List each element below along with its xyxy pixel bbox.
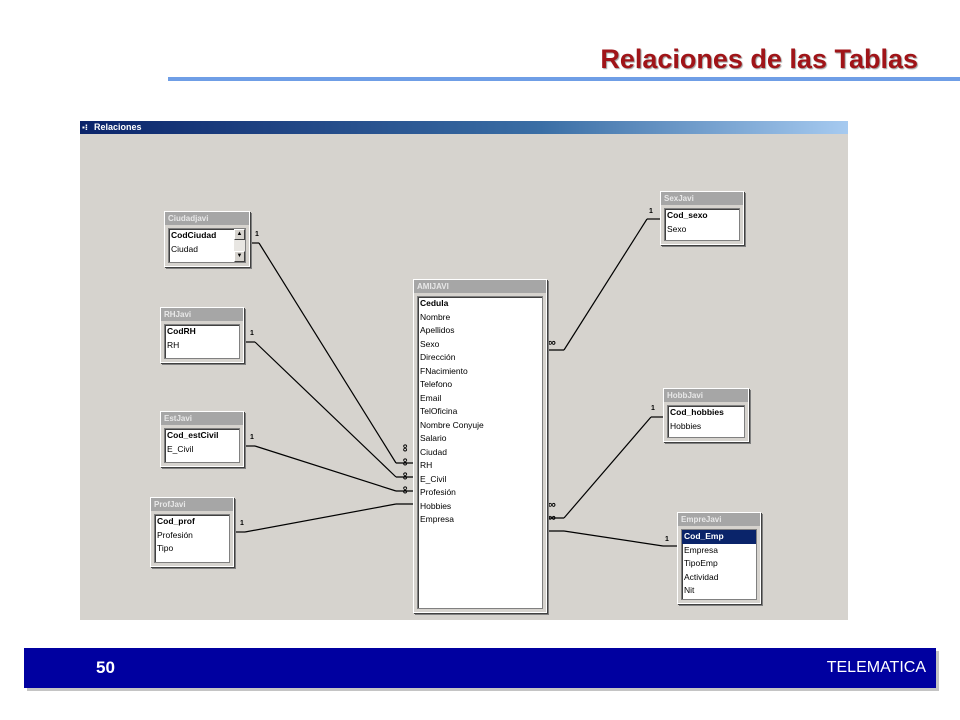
one-label-prof: 1 [240,520,244,527]
many-label-est: ∞ [399,472,411,480]
field-sexo[interactable]: Sexo [420,338,440,349]
relation-line-hobb-diag [563,416,652,519]
table-hobbjavi[interactable]: HobbJavi Cod_hobbies Hobbies [663,388,749,442]
table-title[interactable]: HobbJavi [664,389,748,402]
slide-title: Relaciones de las Tablas [600,44,918,74]
field-list[interactable]: Cod_prof Profesión Tipo [154,514,230,563]
field-tipoemp[interactable]: TipoEmp [684,558,718,568]
table-ciudadjavi[interactable]: Ciudadjavi CodCiudad Ciudad ▲ ▼ [164,211,250,267]
table-title[interactable]: Ciudadjavi [165,212,249,225]
scroll-down-icon[interactable]: ▼ [234,251,245,262]
one-label-est: 1 [250,434,254,441]
one-label-ciudad: 1 [255,231,259,238]
field-fnacimiento[interactable]: FNacimiento [420,365,468,376]
table-profjavi[interactable]: ProfJavi Cod_prof Profesión Tipo [150,497,234,567]
field-list[interactable]: Cedula Nombre Apellidos Sexo Dirección F… [417,296,543,609]
footer-label: TELEMATICA [826,659,926,676]
field-e-civil[interactable]: E_Civil [420,473,447,484]
field-codrh[interactable]: CodRH [167,326,196,336]
relation-line-prof-diag [244,503,397,533]
field-cod-hobbies[interactable]: Cod_hobbies [670,407,724,417]
relationship-lines [233,218,678,547]
relation-line-ciudad-diag [258,242,397,464]
field-hobbies[interactable]: Hobbies [670,420,702,431]
field-profesion[interactable]: Profesión [157,529,193,540]
one-label-hobb: 1 [651,405,655,412]
field-codciudad[interactable]: CodCiudad [171,230,217,240]
many-label-sex: ∞ [548,337,556,349]
field-actividad[interactable]: Actividad [684,571,719,582]
many-label-empre: ∞ [548,512,556,524]
field-list[interactable]: Cod_estCivil E_Civil [164,428,240,463]
table-title[interactable]: EmpreJavi [678,513,760,526]
field-list[interactable]: CodCiudad Ciudad ▲ ▼ [168,228,246,263]
relation-line-est-diag [254,445,397,492]
field-list[interactable]: Cod_sexo Sexo [664,208,740,241]
field-ciudad[interactable]: Ciudad [420,446,447,457]
relation-line-empre-diag [563,530,664,547]
title-rule [168,77,960,81]
field-e-civil[interactable]: E_Civil [167,443,194,454]
field-list-scrollbar[interactable]: ▲ ▼ [234,229,245,262]
relation-line-sex-diag [563,218,648,351]
field-empresa[interactable]: Empresa [684,544,719,555]
field-rh[interactable]: RH [167,339,180,350]
field-list[interactable]: Cod_Emp Empresa TipoEmp Actividad Nit [681,529,757,600]
one-label-empre: 1 [665,536,669,543]
field-cedula[interactable]: Cedula [420,298,449,308]
field-hobbies[interactable]: Hobbies [420,500,452,511]
scroll-up-icon[interactable]: ▲ [234,229,245,240]
one-label-rh: 1 [250,330,254,337]
field-direccion[interactable]: Dirección [420,352,456,362]
field-list[interactable]: CodRH RH [164,324,240,359]
slide-footer: 50 TELEMATICA [24,648,936,688]
table-title[interactable]: AMIJAVI [414,280,546,293]
table-rhjavi[interactable]: RHJavi CodRH RH [160,307,244,363]
relation-line-rh-diag [254,341,397,478]
field-nombre[interactable]: Nombre [420,311,451,322]
relationships-window-icon[interactable]: ▪⁝ [82,123,88,132]
table-title[interactable]: RHJavi [161,308,243,321]
relationships-window: ▪⁝ Relaciones [80,121,848,620]
table-estjavi[interactable]: EstJavi Cod_estCivil E_Civil [160,411,244,467]
field-list[interactable]: Cod_hobbies Hobbies [667,405,745,438]
field-cod-estcivil[interactable]: Cod_estCivil [167,430,219,440]
field-salario[interactable]: Salario [420,433,447,443]
field-cod-prof[interactable]: Cod_prof [157,516,195,526]
field-cod-sexo[interactable]: Cod_sexo [667,210,708,220]
field-sexo[interactable]: Sexo [667,223,687,234]
table-title[interactable]: ProfJavi [151,498,233,511]
field-rh[interactable]: RH [420,460,433,470]
one-label-sex: 1 [649,208,653,215]
field-telefono[interactable]: Telefono [420,379,453,389]
table-emprejavi[interactable]: EmpreJavi Cod_Emp Empresa TipoEmp Activi… [677,512,761,604]
field-empresa[interactable]: Empresa [420,514,455,524]
window-titlebar[interactable]: ▪⁝ Relaciones [80,121,848,134]
page-number: 50 [96,658,115,677]
field-cod-emp[interactable]: Cod_Emp [682,530,756,544]
window-title: Relaciones [94,122,142,132]
field-tipo[interactable]: Tipo [157,543,174,553]
field-apellidos[interactable]: Apellidos [420,325,455,335]
field-ciudad[interactable]: Ciudad [171,243,198,254]
many-label-ciudad: ∞ [399,444,411,452]
field-nombre-conyuje[interactable]: Nombre Conyuje [420,419,484,430]
field-email[interactable]: Email [420,392,442,403]
many-label-prof: ∞ [399,486,411,494]
many-label-rh: ∞ [399,458,411,466]
many-label-hobb: ∞ [548,499,556,511]
table-amijavi[interactable]: AMIJAVI Cedula Nombre Apellidos Sexo Dir… [413,279,547,613]
field-teloficina[interactable]: TelOficina [420,406,458,416]
table-title[interactable]: EstJavi [161,412,243,425]
table-sexjavi[interactable]: SexJavi Cod_sexo Sexo [660,191,744,245]
relationships-canvas: 1 1 1 1 1 1 1 ∞ ∞ ∞ ∞ ∞ ∞ ∞ Ciudadjavi C… [80,134,848,620]
field-profesion[interactable]: Profesión [420,487,456,497]
field-nit[interactable]: Nit [684,585,695,595]
table-title[interactable]: SexJavi [661,192,743,205]
